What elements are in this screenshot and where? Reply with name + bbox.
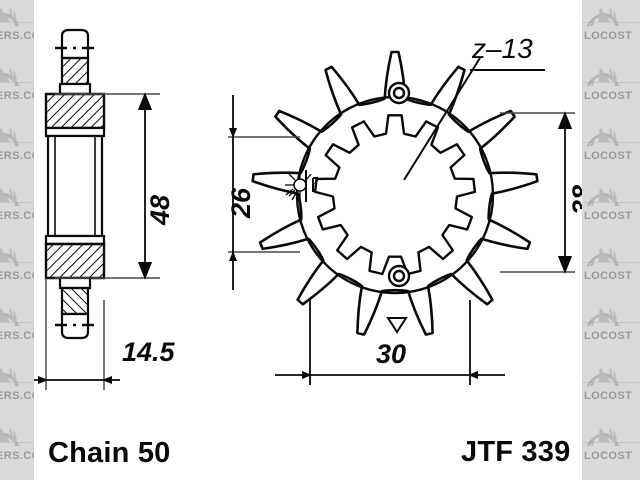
locost-logo-icon xyxy=(0,67,20,87)
locost-logo-icon xyxy=(0,187,20,207)
dimension-label-14-5: 14.5 xyxy=(122,337,175,367)
locost-logo-icon xyxy=(586,127,620,147)
watermark-rule xyxy=(582,442,640,443)
dimension-30 xyxy=(275,300,505,385)
surface-finish-symbol xyxy=(285,170,319,202)
watermark-rule xyxy=(582,262,640,263)
watermark-tile: LOCOST xyxy=(582,240,640,300)
locost-logo-icon xyxy=(0,127,20,147)
watermark-rule xyxy=(582,82,640,83)
locost-logo-icon xyxy=(0,367,20,387)
locost-logo-icon xyxy=(586,7,620,27)
locost-logo-icon xyxy=(0,247,20,267)
watermark-text: ERS.CO xyxy=(0,390,34,402)
watermark-tile: LOCOST xyxy=(582,60,640,120)
locost-logo-icon xyxy=(586,67,620,87)
watermark-strip-left: ERS.CO ERS.CO xyxy=(0,0,34,480)
dimension-14-5 xyxy=(30,278,120,390)
locost-logo-icon xyxy=(586,427,620,447)
watermark-tile: ERS.CO xyxy=(0,60,34,120)
watermark-tile: LOCOST xyxy=(582,180,640,240)
watermark-text: LOCOST xyxy=(584,30,633,42)
watermark-tile: ERS.CO xyxy=(0,0,34,60)
locost-logo-icon xyxy=(0,7,20,27)
watermark-text: LOCOST xyxy=(584,210,633,222)
watermark-text: LOCOST xyxy=(584,270,633,282)
watermark-text: ERS.CO xyxy=(0,150,34,162)
dimension-38 xyxy=(500,111,575,274)
watermark-text: LOCOST xyxy=(584,330,633,342)
locost-logo-icon xyxy=(586,247,620,267)
watermark-strip-right: LOCOST LOCOST xyxy=(582,0,640,480)
locost-logo-icon xyxy=(586,367,620,387)
watermark-text: ERS.CO xyxy=(0,450,34,462)
watermark-rule xyxy=(582,22,640,23)
watermark-tile: ERS.CO xyxy=(0,120,34,180)
hole-top xyxy=(387,81,411,105)
dimension-48 xyxy=(55,92,160,280)
watermark-rule xyxy=(582,382,640,383)
locost-logo-icon xyxy=(0,307,20,327)
watermark-text: ERS.CO xyxy=(0,330,34,342)
section-view xyxy=(44,28,106,340)
watermark-tile: LOCOST xyxy=(582,360,640,420)
locost-logo-icon xyxy=(586,187,620,207)
teeth-count-label: z–13 xyxy=(472,33,533,64)
dimension-label-26: 26 xyxy=(226,187,256,218)
watermark-rule xyxy=(582,142,640,143)
dimension-26 xyxy=(228,95,300,290)
watermark-text: ERS.CO xyxy=(0,30,34,42)
watermark-tile: ERS.CO xyxy=(0,240,34,300)
part-number-label: JTF 339 xyxy=(461,436,571,468)
hole-bottom xyxy=(387,264,411,288)
dimension-label-30: 30 xyxy=(376,339,407,369)
watermark-text: LOCOST xyxy=(584,390,633,402)
watermark-tile: LOCOST xyxy=(582,420,640,480)
watermark-tile: ERS.CO xyxy=(0,360,34,420)
locost-logo-icon xyxy=(586,307,620,327)
watermark-tile: LOCOST xyxy=(582,120,640,180)
watermark-text: ERS.CO xyxy=(0,270,34,282)
watermark-text: LOCOST xyxy=(584,150,633,162)
sprocket-front-view xyxy=(251,50,545,336)
chain-label: Chain 50 xyxy=(48,437,171,469)
watermark-text: ERS.CO xyxy=(0,90,34,102)
watermark-tile: LOCOST xyxy=(582,0,640,60)
dimension-label-48: 48 xyxy=(145,194,175,225)
watermark-text: LOCOST xyxy=(584,450,633,462)
watermark-rule xyxy=(582,202,640,203)
watermark-tile: ERS.CO xyxy=(0,420,34,480)
watermark-text: LOCOST xyxy=(584,90,633,102)
watermark-tile: ERS.CO xyxy=(0,180,34,240)
watermark-text: ERS.CO xyxy=(0,210,34,222)
watermark-rule xyxy=(582,322,640,323)
watermark-tile: ERS.CO xyxy=(0,300,34,360)
locost-logo-icon xyxy=(0,427,20,447)
watermark-tile: LOCOST xyxy=(582,300,640,360)
